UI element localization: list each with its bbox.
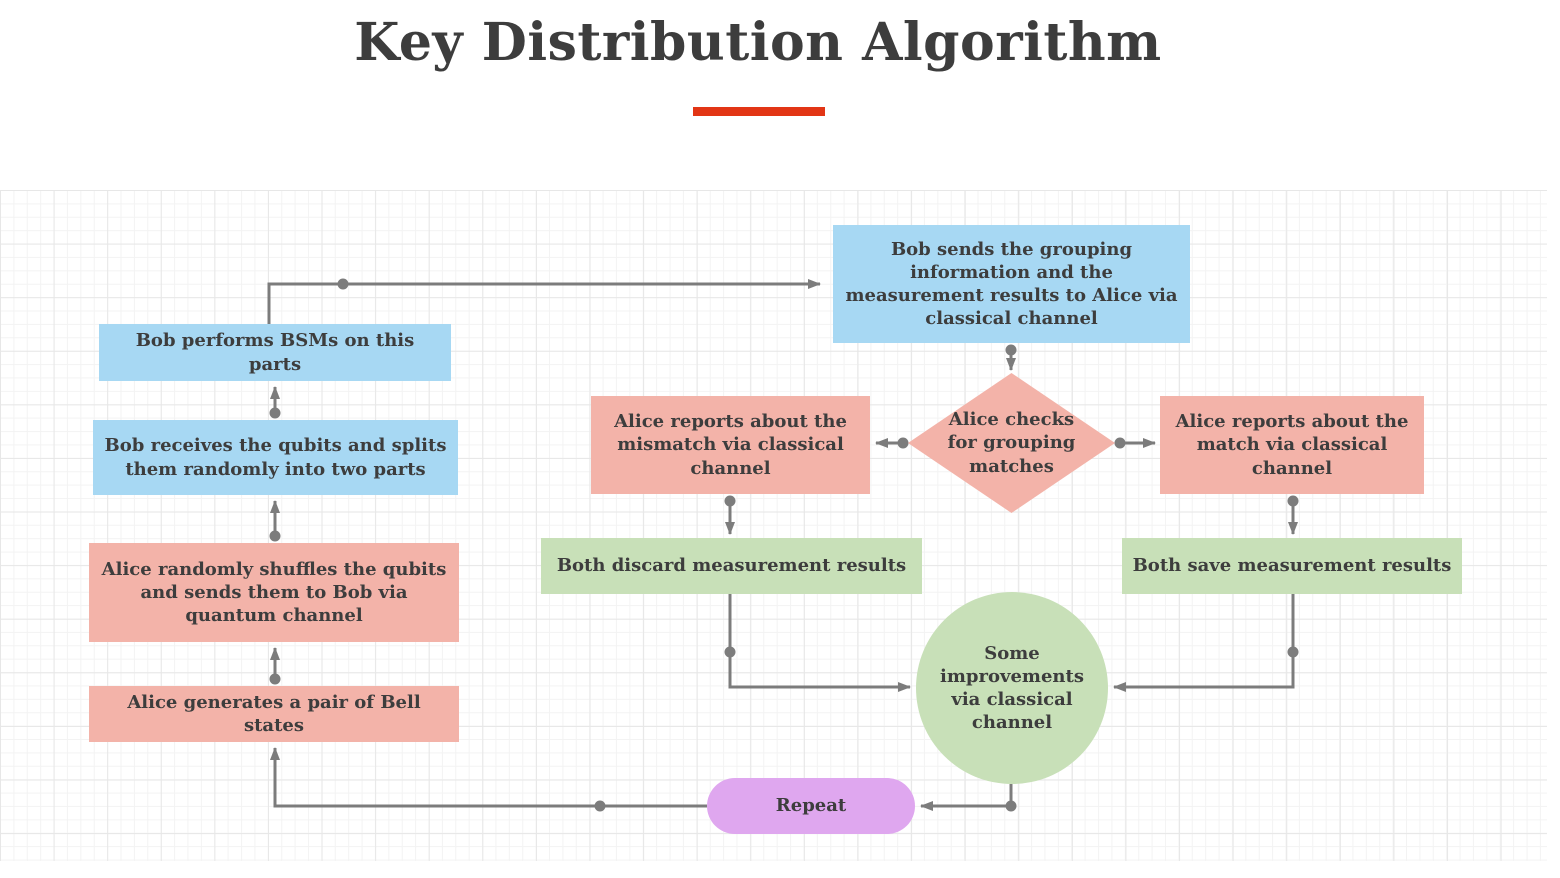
connector-save-to-improvements xyxy=(1113,594,1299,692)
connector-discard-to-improvements xyxy=(724,594,911,692)
node-alice-shuffles: Alice randomly shuffles the qubits and s… xyxy=(89,543,459,642)
node-bob-sends-label: Bob sends the grouping information and t… xyxy=(845,238,1178,330)
node-alice-generates: Alice generates a pair of Bell states xyxy=(89,686,459,742)
node-improvements-label: Some improvements via classical channel xyxy=(940,642,1084,734)
node-bob-sends: Bob sends the grouping information and t… xyxy=(833,225,1190,343)
connector-bobsends-to-check xyxy=(1005,344,1017,371)
connector-match-to-save xyxy=(1287,495,1299,535)
node-repeat: Repeat xyxy=(707,778,915,834)
node-mismatch-report: Alice reports about the mismatch via cla… xyxy=(591,396,870,494)
decision-grouping-check-label: Alice checks for grouping matches xyxy=(947,409,1076,477)
connector-generates-to-shuffles xyxy=(269,647,281,685)
node-alice-shuffles-label: Alice randomly shuffles the qubits and s… xyxy=(101,558,447,627)
node-match-report: Alice reports about the match via classi… xyxy=(1160,396,1424,494)
node-bob-receives: Bob receives the qubits and splits them … xyxy=(93,420,458,495)
node-bob-receives-label: Bob receives the qubits and splits them … xyxy=(104,435,447,480)
node-improvements: Some improvements via classical channel xyxy=(916,592,1108,784)
decision-grouping-check: Alice checks for grouping matches xyxy=(908,373,1115,513)
connector-repeat-to-generates xyxy=(270,747,707,812)
node-match-report-label: Alice reports about the match via classi… xyxy=(1175,411,1409,479)
node-mismatch-report-label: Alice reports about the mismatch via cla… xyxy=(614,411,847,479)
connector-shuffles-to-receives xyxy=(269,500,281,542)
node-discard-results: Both discard measurement results xyxy=(541,538,922,594)
node-repeat-label: Repeat xyxy=(775,795,847,817)
flowchart-canvas: Bob sends the grouping information and t… xyxy=(0,190,1547,861)
connector-improvements-to-repeat xyxy=(920,784,1017,812)
connectors-layer xyxy=(267,278,1299,812)
connector-mismatch-to-discard xyxy=(724,495,736,535)
node-alice-generates-label: Alice generates a pair of Bell states xyxy=(127,691,421,736)
node-bob-bsm-label: Bob performs BSMs on this parts xyxy=(135,330,415,375)
connector-bsm-to-bobsends xyxy=(267,278,821,324)
connector-receives-to-bsm xyxy=(269,386,281,419)
connector-check-to-mismatch xyxy=(875,437,909,449)
page-title: Key Distribution Algorithm xyxy=(354,12,1162,73)
node-save-results: Both save measurement results xyxy=(1122,538,1462,594)
connector-check-to-match xyxy=(1114,437,1156,449)
node-bob-bsm: Bob performs BSMs on this parts xyxy=(99,324,451,381)
node-discard-results-label: Both discard measurement results xyxy=(556,555,907,577)
node-save-results-label: Both save measurement results xyxy=(1132,555,1452,577)
title-underline xyxy=(693,107,825,116)
